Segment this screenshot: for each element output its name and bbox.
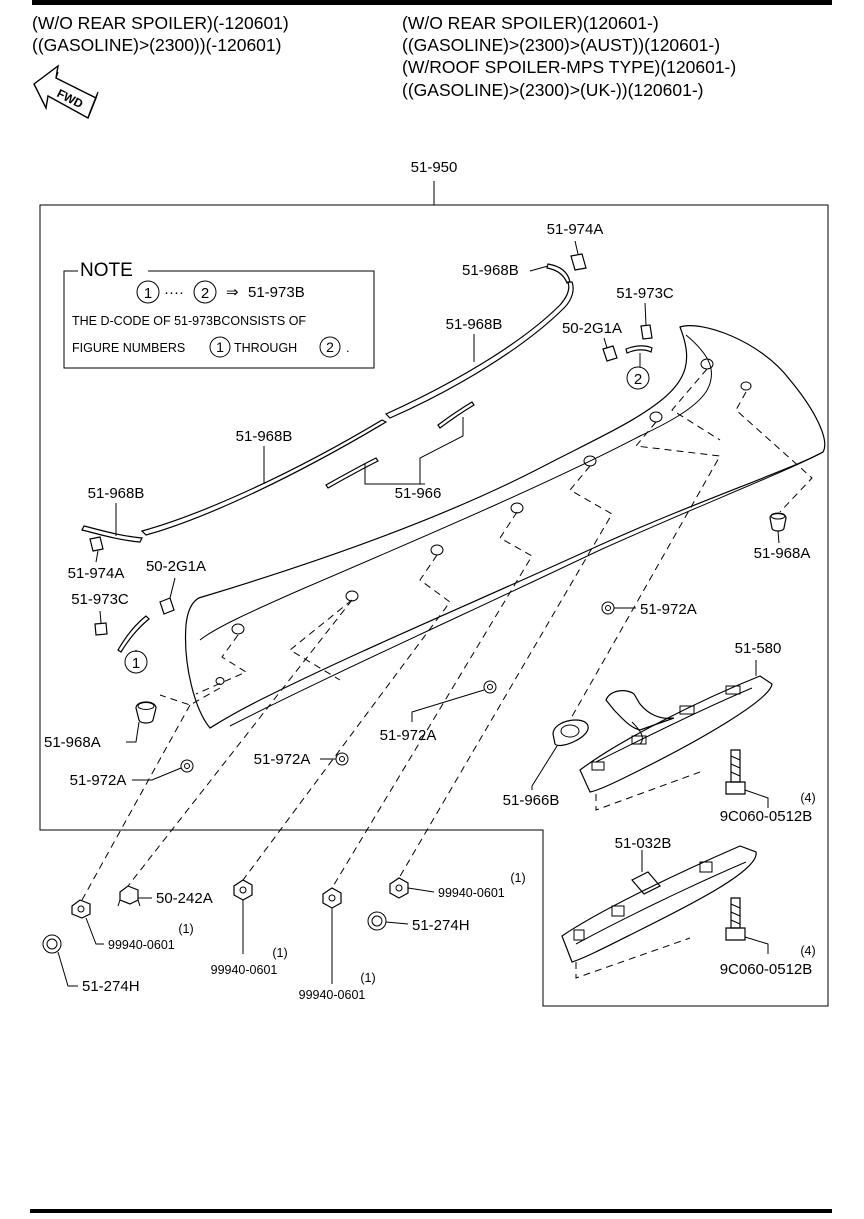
label-51-580: 51-580	[735, 640, 782, 657]
note-circle-2	[193, 280, 217, 304]
note-title: NOTE	[80, 260, 133, 281]
washers-51-972A	[132, 601, 636, 781]
note-line-2b: THROUGH	[234, 341, 297, 355]
header-right-line-1: (W/O REAR SPOILER)(120601-)	[402, 13, 659, 33]
note-line2-circle-2	[319, 336, 341, 358]
label-99940-0601-right: 99940-0601	[438, 886, 505, 900]
note-line2-circle-1	[209, 336, 231, 358]
label-51-968B-c: 51-968B	[236, 428, 293, 445]
note-line-1: THE D-CODE OF 51-973BCONSISTS OF	[72, 314, 306, 328]
note-line2-circle-2-text: 2	[326, 339, 334, 355]
qty-99940-0601-mid: (1)	[272, 946, 287, 960]
lamp-51-580	[579, 660, 773, 793]
leader-51-968B-a	[529, 265, 549, 272]
circle-2-callout-text: 2	[634, 371, 642, 388]
cap-51-274H-right	[367, 911, 409, 931]
header-right-line-2: ((GASOLINE)>(2300)>(AUST))(120601-)	[402, 35, 720, 55]
molding-51-968B	[81, 263, 574, 543]
grommet-51-968A-left	[126, 701, 157, 743]
bolt-9C060-0512B-b	[725, 897, 769, 954]
nut-99940-0601-left	[71, 899, 104, 945]
note-circle-1	[136, 280, 160, 304]
label-50-2G1A-left: 50-2G1A	[146, 558, 206, 575]
molding-51-966	[325, 401, 475, 489]
label-51-972A-center: 51-972A	[254, 751, 311, 768]
label-51-274H-left: 51-274H	[82, 978, 140, 995]
note-code: 51-973B	[248, 284, 305, 301]
header-right-line-3: (W/ROOF SPOILER-MPS TYPE)(120601-)	[402, 57, 736, 77]
label-51-974A-left: 51-974A	[68, 565, 125, 582]
clip-50-242A	[117, 885, 152, 907]
label-51-968A-right: 51-968A	[754, 545, 811, 562]
nut-99940-0601-mid	[233, 879, 253, 954]
header-right: (W/O REAR SPOILER)(120601-) ((GASOLINE)>…	[402, 13, 736, 100]
label-51-972A-mid: 51-972A	[380, 727, 437, 744]
clip-51-973C-top	[640, 302, 653, 340]
label-51-950: 51-950	[411, 159, 458, 176]
label-51-968B-b: 51-968B	[446, 316, 503, 333]
bolt-9C060-0512B-a	[725, 749, 769, 808]
label-9C060-0512B-b: 9C060-0512B	[720, 961, 813, 978]
label-51-973C-top: 51-973C	[616, 285, 674, 302]
qty-99940-0601-right: (1)	[510, 871, 525, 885]
label-51-032B: 51-032B	[615, 835, 672, 852]
label-51-966B: 51-966B	[503, 792, 560, 809]
label-9C060-0512B-a: 9C060-0512B	[720, 808, 813, 825]
lamp-51-032B	[561, 845, 757, 963]
qty-9C060-0512B-a: (4)	[800, 791, 815, 805]
label-51-968B-a: 51-968B	[462, 262, 519, 279]
assembly-dashed-lines	[81, 368, 813, 979]
label-51-974A-top: 51-974A	[547, 221, 604, 238]
label-50-242A: 50-242A	[156, 890, 213, 907]
grommet-51-966B	[531, 719, 589, 790]
note-arrow: ⇒	[226, 284, 239, 301]
part-labels: 51-974A 51-968B 51-973C 51-968B 50-2G1A …	[44, 221, 816, 1002]
assembly-frame	[39, 204, 829, 1007]
qty-99940-0601-left: (1)	[178, 922, 193, 936]
nut-99940-0601-right	[389, 877, 435, 899]
header-left-line-1: (W/O REAR SPOILER)(-120601)	[32, 13, 289, 33]
fwd-arrow-icon: FWD	[33, 64, 99, 119]
clip-50-2G1A-top	[602, 345, 653, 367]
nut-99940-0601-center	[322, 887, 342, 984]
clip-51-974A-left	[89, 536, 104, 563]
leader-50-2G1A-top	[603, 337, 608, 349]
note-circle-1-text: 1	[144, 285, 152, 302]
label-51-968A-left: 51-968A	[44, 734, 101, 751]
qty-99940-0601-center: (1)	[360, 971, 375, 985]
clip-50-2G1A-left	[117, 577, 176, 653]
note-line-2a: FIGURE NUMBERS	[72, 341, 185, 355]
note-dots: ····	[164, 284, 184, 301]
label-99940-0601-center: 99940-0601	[299, 988, 366, 1002]
note-circle-2-text: 2	[201, 285, 209, 302]
label-99940-0601-left: 99940-0601	[108, 938, 175, 952]
header-left: (W/O REAR SPOILER)(-120601) ((GASOLINE)>…	[32, 13, 289, 55]
circle-2-callout	[626, 366, 650, 390]
clip-51-974A-top	[570, 240, 587, 271]
grommet-51-968A-right	[769, 512, 787, 544]
bottom-rule	[30, 1209, 832, 1213]
circle-1-callout	[124, 650, 148, 674]
cap-51-274H-left	[42, 934, 78, 987]
label-51-972A-left: 51-972A	[70, 772, 127, 789]
label-51-972A-right: 51-972A	[640, 601, 697, 618]
clip-51-973C-left	[94, 610, 108, 636]
note-box: NOTE 1 ···· 2 ⇒ 51-973B THE D-CODE OF 51…	[63, 260, 375, 369]
header-left-line-2: ((GASOLINE)>(2300))(-120601)	[32, 35, 281, 55]
rear-spoiler-panel	[184, 325, 826, 729]
header-right-line-4: ((GASOLINE)>(2300)>(UK-))(120601-)	[402, 80, 703, 100]
circle-1-callout-text: 1	[132, 655, 140, 672]
top-rule	[32, 0, 832, 5]
note-line2-circle-1-text: 1	[216, 339, 224, 355]
label-51-274H-right: 51-274H	[412, 917, 470, 934]
qty-9C060-0512B-b: (4)	[800, 944, 815, 958]
label-99940-0601-mid: 99940-0601	[211, 963, 278, 977]
label-51-968B-d: 51-968B	[88, 485, 145, 502]
label-51-973C-left: 51-973C	[71, 591, 129, 608]
label-51-966: 51-966	[395, 485, 442, 502]
note-line-2c: .	[346, 341, 349, 355]
label-50-2G1A-top: 50-2G1A	[562, 320, 622, 337]
